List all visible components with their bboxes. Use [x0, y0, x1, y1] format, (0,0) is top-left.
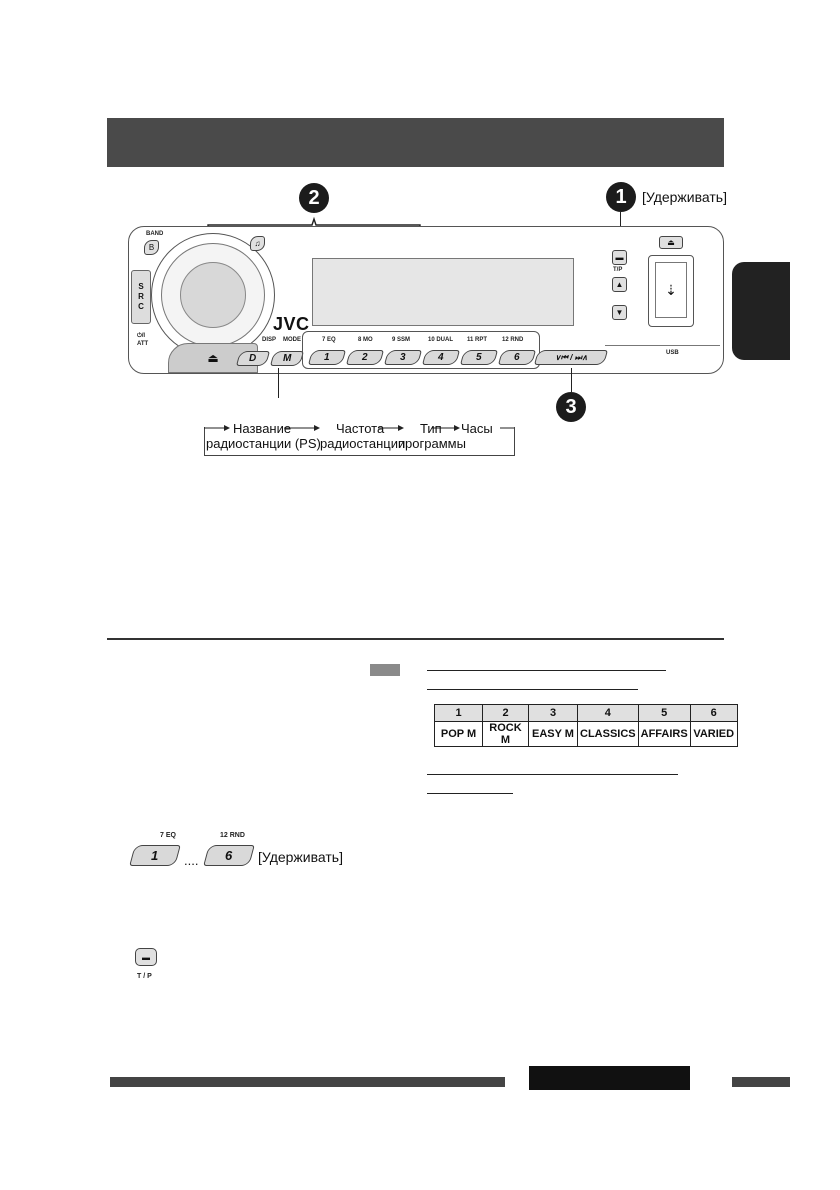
pty-name: AFFAIRS: [637, 721, 691, 747]
seek-button[interactable]: ∨⏮ / ⏭∧: [533, 350, 609, 365]
usb-icon[interactable]: ⇣: [655, 262, 687, 318]
language-tab: [732, 262, 790, 360]
flow-station-name: Название: [233, 421, 292, 436]
eject-button[interactable]: ⏏: [659, 236, 683, 249]
pty-name: EASY M: [528, 721, 578, 747]
preset-example-hold: [Удерживать]: [258, 849, 343, 865]
tp-button[interactable]: ▬: [612, 250, 627, 265]
power-label: ⏻/I: [137, 333, 146, 339]
callout-2: 2: [299, 183, 329, 213]
underline-4: [427, 793, 513, 794]
detach-icon: ⏏: [207, 351, 219, 365]
flow-frequency: Частота: [336, 421, 385, 436]
footer-bar-right: [732, 1077, 790, 1087]
underline-1: [427, 670, 666, 671]
pty-name: ROCK M: [482, 721, 529, 747]
callout-1: 1: [606, 182, 636, 212]
preset-group: [302, 331, 540, 369]
tp-button-icon: ▬: [615, 253, 624, 262]
pty-name: VARIED: [689, 721, 738, 747]
section-divider: [107, 638, 724, 640]
footer-page-block: [529, 1066, 690, 1090]
volume-knob-center[interactable]: [180, 262, 246, 328]
tp-example-button[interactable]: ▬: [135, 948, 157, 966]
arrow-up-icon: ▲: [615, 280, 624, 289]
down-button[interactable]: ▼: [612, 305, 627, 320]
disp-label: DISP: [262, 337, 277, 343]
flow-frequency-2: радиостанции: [320, 436, 406, 451]
preset-top-label: 12 RND: [502, 337, 524, 343]
gray-marker: [370, 664, 400, 676]
arrow-down-icon: ▼: [615, 308, 624, 317]
preset-top-label: 8 MO: [358, 337, 373, 343]
src-button[interactable]: S R C: [131, 270, 151, 324]
src-letter: R: [138, 292, 144, 301]
tp-example-label: T / P: [137, 973, 152, 980]
preset-top-label: 9 SSM: [392, 337, 411, 343]
callout-3-leader: [571, 368, 572, 392]
pty-number: 2: [482, 704, 529, 722]
faceplate-divider: [605, 345, 720, 346]
brand-logo: JVC: [273, 314, 310, 334]
disp-leader-line: [278, 368, 279, 398]
flow-pty-2: программы: [398, 436, 466, 451]
table-row: POP M ROCK M EASY M CLASSICS AFFAIRS VAR…: [434, 721, 738, 747]
preset-example-button-6[interactable]: 6: [203, 845, 255, 866]
lcd-display: [312, 258, 574, 326]
preset-example-top-left: 7 EQ: [160, 832, 176, 839]
usb-port-frame: [648, 255, 694, 327]
flow-arrows: [204, 425, 514, 431]
pty-name: POP M: [434, 721, 483, 747]
callout-2-bracket: [207, 216, 421, 335]
pty-number: 3: [528, 704, 578, 722]
preset-top-label: 7 EQ: [322, 337, 336, 343]
callout-3: 3: [556, 392, 586, 422]
band-button[interactable]: B: [144, 240, 159, 255]
display-cycle-box: [204, 427, 515, 456]
preset-top-label: 11 RPT: [467, 337, 488, 343]
preset-example-dots: ....: [184, 853, 199, 868]
src-letter: S: [138, 282, 144, 291]
up-button[interactable]: ▲: [612, 277, 627, 292]
pty-number: 4: [577, 704, 639, 722]
preset-example-top-right: 12 RND: [220, 832, 245, 839]
preset-example-button-1[interactable]: 1: [129, 845, 181, 866]
underline-2: [427, 689, 638, 690]
band-label: BAND: [146, 231, 164, 237]
eject-icon: ⏏: [667, 238, 675, 247]
footer-bar-left: [110, 1077, 505, 1087]
table-row: 1 2 3 4 5 6: [434, 704, 738, 722]
att-label: ATT: [137, 341, 149, 347]
mode-label: MODE: [283, 337, 301, 343]
band-button-icon: B: [148, 243, 155, 252]
usb-label: USB: [666, 350, 679, 356]
pty-number: 5: [637, 704, 691, 722]
hold-label-top: [Удерживать]: [642, 189, 727, 205]
tp-example-icon: ▬: [142, 952, 150, 962]
pty-number: 6: [689, 704, 738, 722]
preset-top-label: 10 DUAL: [428, 337, 454, 343]
section-header-bar: [107, 118, 724, 167]
pty-number: 1: [434, 704, 483, 722]
flow-station-name-2: радиостанции (PS): [206, 436, 321, 451]
flow-clock: Часы: [461, 421, 493, 436]
underline-3: [427, 774, 678, 775]
pty-table: 1 2 3 4 5 6 POP M ROCK M EASY M CLASSICS…: [434, 704, 738, 747]
src-letter: C: [138, 302, 144, 311]
tp-label: T/P: [613, 267, 623, 273]
pty-name: CLASSICS: [577, 721, 639, 747]
sound-button[interactable]: ♫: [250, 236, 265, 251]
flow-pty: Тип: [420, 421, 442, 436]
sound-button-icon: ♫: [254, 239, 261, 248]
